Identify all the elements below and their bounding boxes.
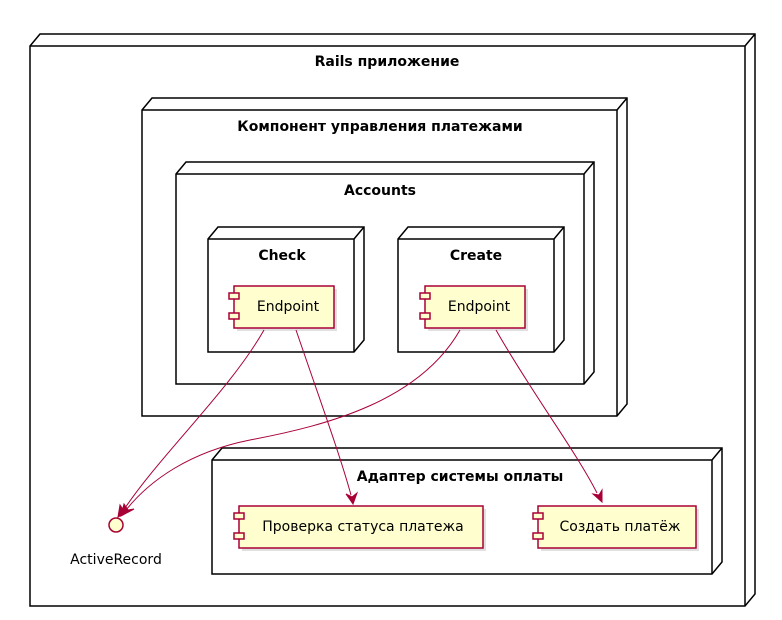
- interface-active-record: ActiveRecord: [70, 517, 162, 568]
- component-check-endpoint: Endpoint: [228, 285, 337, 331]
- component-check-status: Проверка статуса платежа: [233, 505, 486, 551]
- node-check-title: Check: [258, 248, 306, 264]
- component-create-payment: Создать платёж: [532, 505, 699, 551]
- component-check-endpoint-label: Endpoint: [257, 299, 320, 315]
- edge-create-endpoint-to-active-record: [120, 329, 461, 517]
- node-create-title: Create: [450, 248, 502, 264]
- component-create-endpoint-label: Endpoint: [448, 299, 511, 315]
- component-check-status-label: Проверка статуса платежа: [262, 519, 463, 535]
- edge-create-endpoint-to-create-payment: [495, 329, 603, 504]
- node-payment-component-title: Компонент управления платежами: [237, 119, 522, 135]
- edge-check-endpoint-to-check-status: [295, 329, 359, 506]
- node-rails-app-title: Rails приложение: [315, 54, 460, 70]
- interface-active-record-label: ActiveRecord: [70, 552, 162, 568]
- component-create-payment-label: Создать платёж: [560, 519, 681, 535]
- interface-active-record-circle: [108, 517, 124, 533]
- node-payment-adapter-title: Адаптер системы оплаты: [357, 469, 564, 485]
- node-accounts-title: Accounts: [344, 183, 416, 199]
- component-create-endpoint: Endpoint: [419, 285, 528, 331]
